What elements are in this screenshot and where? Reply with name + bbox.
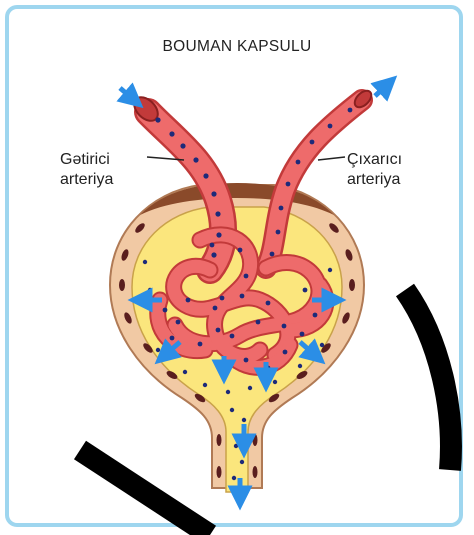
afferent-label-line1: Gətirici: [60, 150, 113, 170]
afferent-arteriole-label: Gətirici arteriya: [60, 150, 113, 190]
efferent-label-line2: arteriya: [347, 170, 402, 190]
efferent-arteriole-label: Çıxarıcı arteriya: [347, 150, 402, 190]
efferent-label-line1: Çıxarıcı: [347, 150, 402, 170]
diagram-title: BOUMAN KAPSULU: [0, 38, 474, 56]
efferent-leader-line: [318, 157, 345, 160]
afferent-label-line2: arteriya: [60, 170, 113, 190]
